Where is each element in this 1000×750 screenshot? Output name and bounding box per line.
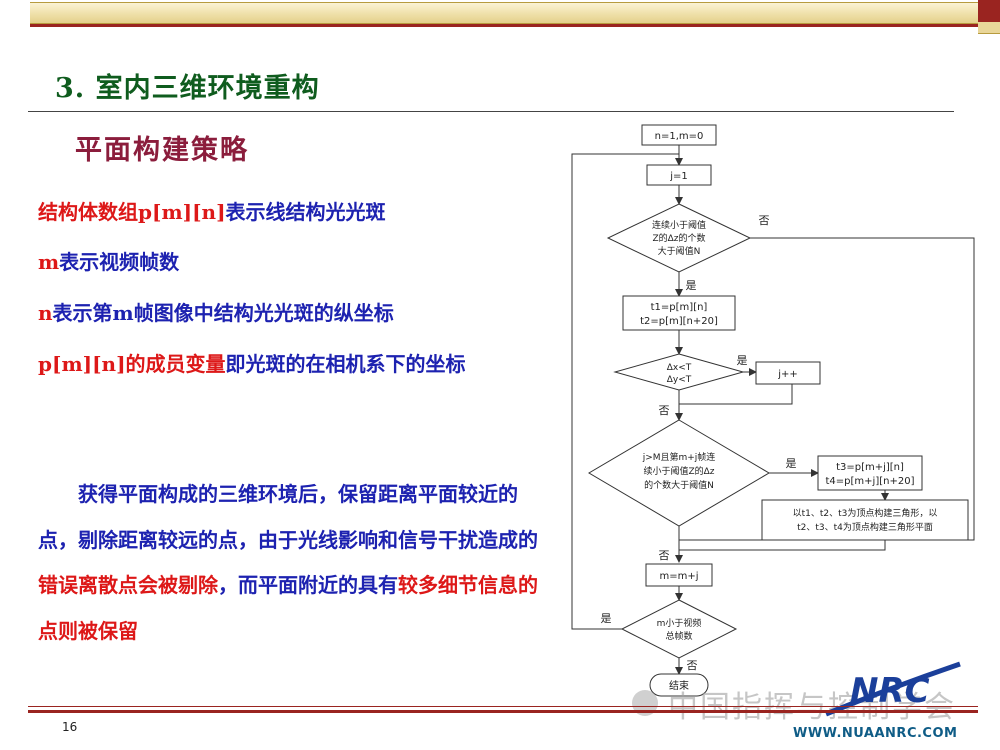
fc-inc-j-box (755, 361, 821, 385)
fc-assign1-line2: t2=p[m][n+20] (640, 316, 718, 327)
bullet-desc: 表示第m帧图像中结构光光斑的纵坐标 (52, 301, 394, 325)
fc-d3-line3: 的个数大于阈值N (644, 479, 714, 491)
fc-init-j-label: j=1 (669, 171, 688, 182)
fc-assign-2-box (817, 455, 923, 491)
header-red-square (978, 0, 1000, 22)
fc-d2-line2: Δy<T (667, 375, 692, 385)
fc-d3-line2: 续小于阈值Z的Δz (643, 465, 714, 477)
fc-d3-yes-label: 是 (786, 457, 797, 470)
fc-d1-line3: 大于阈值N (658, 245, 701, 257)
fc-end-box (649, 673, 709, 697)
fc-triangle-box (761, 499, 969, 541)
footer-url: WWW.NUAANRC.COM (793, 726, 958, 741)
fc-assign2-line2: t4=p[m+j][n+20] (826, 476, 915, 487)
header-gold-square (978, 22, 1000, 34)
fc-assign2-line1: t3=p[m+j][n] (836, 462, 904, 473)
page-number: 16 (62, 720, 78, 734)
fc-d3-no-label: 否 (659, 549, 670, 562)
fc-d4-yes-label: 是 (601, 612, 612, 625)
fc-decision-2 (613, 353, 745, 391)
fc-tri-line1: 以t1、t2、t3为顶点构建三角形，以 (793, 507, 938, 519)
bullet-desc: 表示线结构光光斑 (225, 200, 386, 224)
bullet-term: p[m][n]的成员变量 (38, 352, 226, 376)
fc-d1-no-label: 否 (759, 214, 770, 227)
bullet-desc: 即光斑的在相机系下的坐标 (225, 352, 466, 376)
bullet-term: n (38, 301, 53, 325)
fc-update-m-label: m=m+j (659, 571, 698, 582)
fc-d2-line1: Δx<T (667, 363, 692, 373)
flowchart: n=1,m=0 j=1 连续小于阈值 Z的Δz的个数 大于阈值N 否 是 t1=… (571, 124, 975, 697)
fc-decision-1 (606, 203, 752, 273)
slide-subtitle: 平面构建策略 (75, 135, 249, 166)
para-highlight: 错误离散点会被剔除 (38, 573, 218, 597)
header-gradient-bar (30, 2, 978, 24)
footer-rule-thin (28, 706, 978, 707)
bullet-desc: 表示视频帧数 (59, 250, 180, 274)
svg-text:NRC: NRC (850, 671, 930, 711)
fc-inc-j-label: j++ (777, 369, 798, 380)
bullet-n: n表示第m帧图像中结构光光斑的纵坐标 (38, 297, 394, 326)
fc-init-j-box (646, 164, 712, 186)
para-text: 获得平面构成的三维环境后，保留距离平面较近的点，剔除距离较远的点，由于光线影响和… (38, 482, 538, 552)
fc-tri-line2: t2、t3、t4为顶点构建三角形平面 (797, 521, 933, 533)
title-divider (28, 111, 954, 112)
nrc-logo: NRC (825, 661, 961, 717)
slide-title: 3. 室内三维环境重构 (55, 73, 320, 104)
fc-assign1-line1: t1=p[m][n] (651, 302, 708, 313)
footer-rule-thick (28, 710, 978, 713)
fc-end-label: 结束 (669, 679, 689, 692)
header-red-line (30, 24, 978, 27)
watermark-text: 中国指挥与控制学会 (668, 690, 956, 725)
fc-d4-line2: 总帧数 (665, 630, 692, 642)
fc-d1-line2: Z的Δz的个数 (652, 232, 705, 244)
fc-start-label: n=1,m=0 (655, 131, 704, 142)
bullet-term: 结构体数组p[m][n] (38, 200, 226, 224)
bullet-member-var: p[m][n]的成员变量即光斑的在相机系下的坐标 (38, 348, 466, 377)
fc-decision-3 (588, 419, 770, 527)
fc-d1-line1: 连续小于阈值 (652, 219, 706, 231)
para-highlight: 较多细节信息的点则被保留 (38, 573, 538, 643)
fc-start-box (641, 124, 717, 146)
fc-d1-yes-label: 是 (686, 279, 697, 292)
fc-d2-no-label: 否 (659, 404, 670, 417)
bullet-term: m (38, 250, 60, 274)
header-band (0, 0, 1000, 36)
summary-paragraph: 获得平面构成的三维环境后，保留距离平面较近的点，剔除距离较远的点，由于光线影响和… (38, 472, 548, 654)
bullet-struct-array: 结构体数组p[m][n]表示线结构光光斑 (38, 196, 386, 225)
fc-assign-1-box (622, 295, 736, 331)
fc-d3-line1: j>M且第m+j帧连 (642, 451, 716, 463)
fc-decision-4 (620, 599, 738, 659)
fc-d4-line1: m小于视频 (657, 617, 702, 629)
bullet-m: m表示视频帧数 (38, 246, 179, 275)
fc-d4-no-label: 否 (687, 659, 698, 672)
fc-update-m-box (645, 563, 713, 587)
fc-d2-yes-label: 是 (737, 354, 748, 367)
para-text: ，而平面附近的具有 (218, 573, 398, 597)
